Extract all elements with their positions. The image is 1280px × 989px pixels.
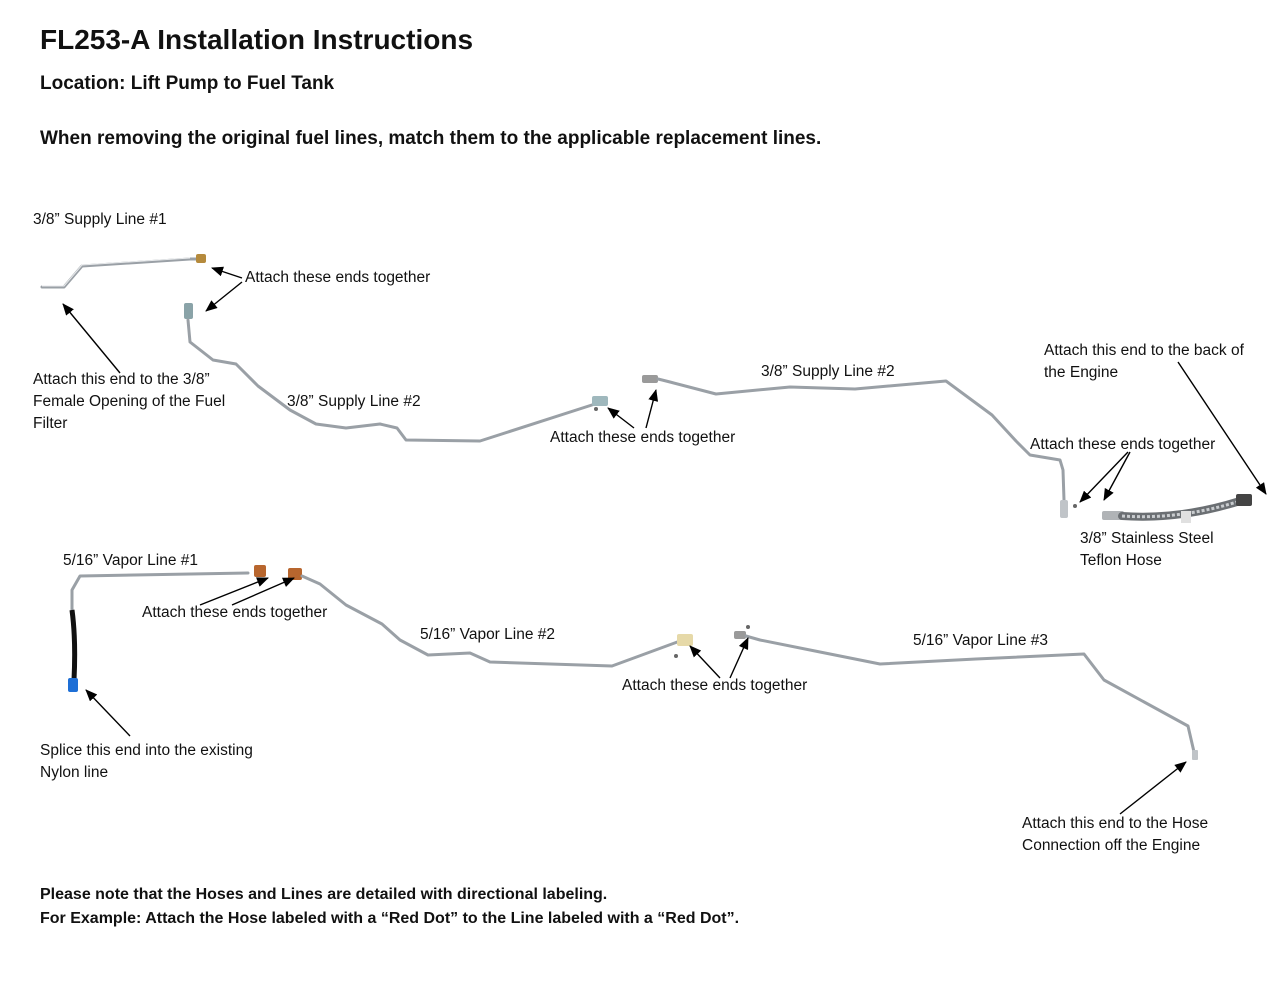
location-label: Location: Lift Pump to Fuel Tank: [40, 73, 335, 94]
arrows: [62, 266, 1267, 815]
vapor-line-2-label: 5/16” Vapor Line #2: [420, 626, 556, 643]
vapor-line-1-tube: [68, 565, 266, 692]
attach-filter-label: Attach this end to the 3/8” Female Openi…: [33, 369, 225, 435]
note-line-2: For Example: Attach the Hose labeled wit…: [40, 910, 740, 927]
splice-label: Splice this end into the existing Nylon …: [40, 740, 253, 784]
attach-together-label-3: Attach these ends together: [1030, 436, 1216, 453]
hose-connection-text-1: Attach this end to the Hose: [1022, 815, 1209, 832]
supply-line-2-left-tube: [184, 303, 608, 443]
instruction-text: When removing the original fuel lines, m…: [40, 128, 822, 149]
stainless-hose-text-1: 3/8” Stainless Steel: [1080, 530, 1214, 547]
stainless-hose-text-2: Teflon Hose: [1080, 552, 1162, 569]
attach-together-label-5: Attach these ends together: [622, 677, 808, 694]
splice-text-1: Splice this end into the existing: [40, 742, 253, 759]
vapor-line-3-label: 5/16” Vapor Line #3: [913, 632, 1049, 649]
attach-filter-text-2: Female Opening of the Fuel: [33, 393, 226, 410]
supply-line-2-right-tube: [642, 375, 1077, 518]
attach-engine-label: Attach this end to the back of the Engin…: [1044, 340, 1244, 384]
attach-engine-text-2: the Engine: [1044, 364, 1119, 381]
attach-together-label-1: Attach these ends together: [245, 269, 431, 286]
stainless-teflon-hose: [1102, 494, 1252, 523]
attach-together-label-2: Attach these ends together: [550, 429, 736, 446]
stainless-hose-label: 3/8” Stainless Steel Teflon Hose: [1080, 528, 1214, 572]
hose-connection-label: Attach this end to the Hose Connection o…: [1022, 813, 1208, 857]
vapor-line-1-label: 5/16” Vapor Line #1: [63, 552, 199, 569]
attach-engine-text-1: Attach this end to the back of: [1044, 342, 1244, 359]
supply-line-2-left-label: 3/8” Supply Line #2: [287, 393, 421, 410]
supply-line-1-tube: [40, 254, 206, 289]
splice-text-2: Nylon line: [40, 764, 109, 781]
note-line-1: Please note that the Hoses and Lines are…: [40, 886, 608, 903]
supply-line-2-right-label: 3/8” Supply Line #2: [761, 363, 895, 380]
hose-connection-text-2: Connection off the Engine: [1022, 837, 1201, 854]
attach-filter-text-1: Attach this end to the 3/8”: [33, 371, 210, 388]
attach-together-label-4: Attach these ends together: [142, 604, 328, 621]
vapor-line-3-tube: [734, 625, 1198, 760]
supply-line-1-label: 3/8” Supply Line #1: [33, 211, 167, 228]
vapor-line-2-tube: [288, 568, 693, 668]
attach-filter-text-3: Filter: [33, 415, 68, 432]
page-title: FL253-A Installation Instructions: [40, 24, 474, 55]
